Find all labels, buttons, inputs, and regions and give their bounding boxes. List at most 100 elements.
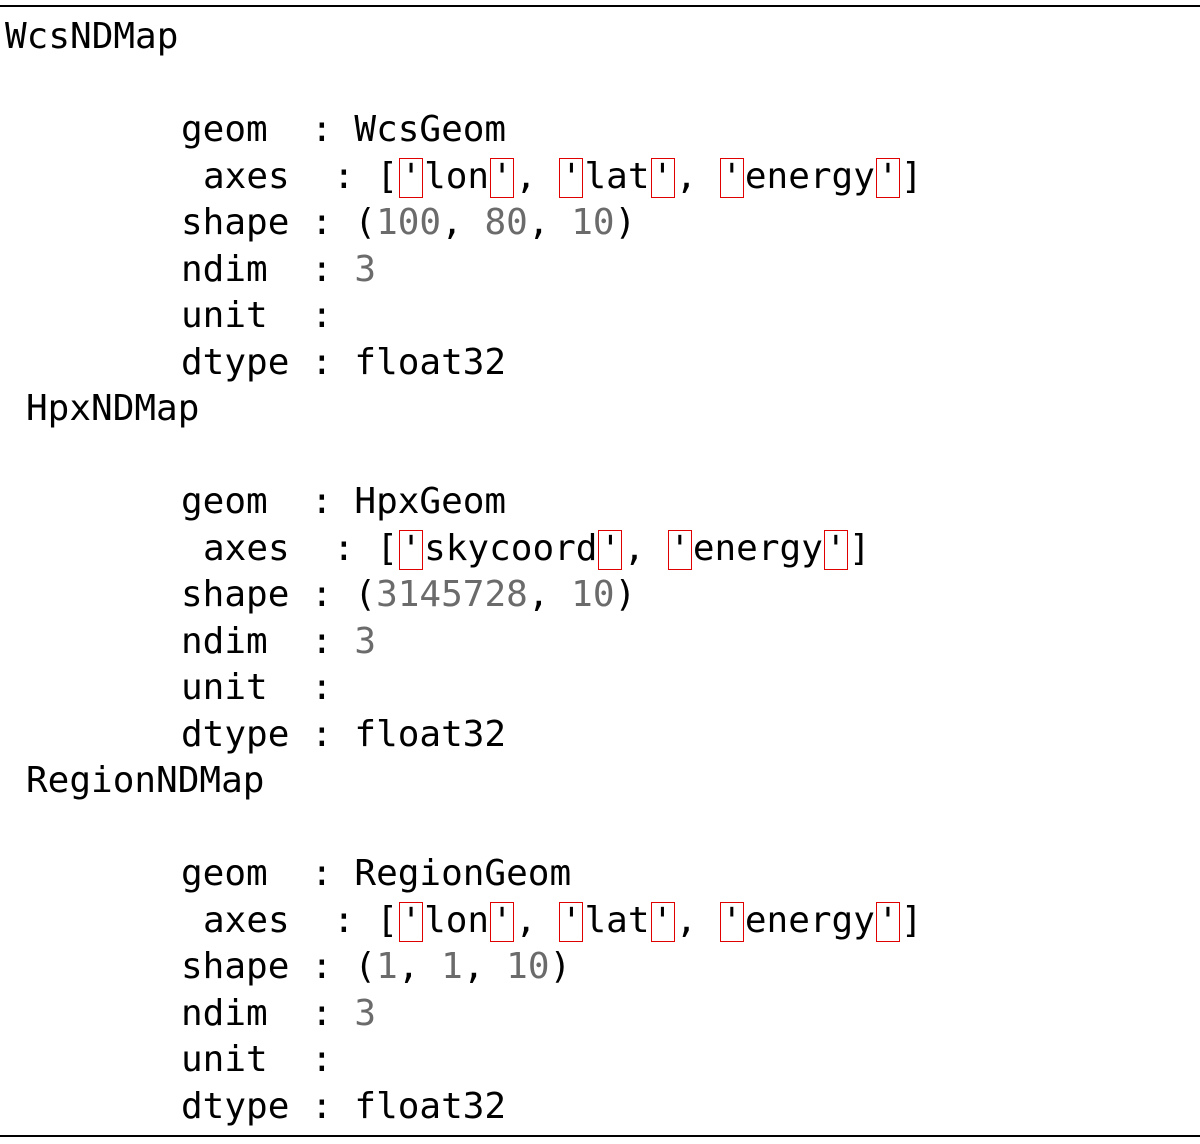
quote-box: ' (399, 156, 424, 198)
quote-box: ' (667, 528, 692, 570)
shape-dim: 100 (376, 202, 442, 243)
paren-open: ( (354, 946, 377, 987)
dtype-value: float32 (354, 1085, 507, 1127)
dtype-label: dtype : (181, 713, 355, 755)
axes-label: axes : (203, 527, 377, 569)
unit-label: unit : (181, 295, 333, 336)
axis-name: lon (424, 899, 490, 941)
shape-dim: 10 (506, 946, 550, 987)
blank-line (5, 805, 923, 852)
axes-label: axes : (203, 899, 377, 941)
paren-open: ( (354, 202, 377, 243)
unit-line: unit : (5, 293, 923, 340)
geom-label: geom : (181, 109, 355, 150)
axis-name: skycoord (424, 527, 598, 569)
comma: , (527, 202, 572, 243)
axis-name: lon (424, 155, 490, 197)
quote-box: ' (650, 900, 675, 942)
ndim-label: ndim : (181, 248, 355, 290)
shape-dim: 10 (571, 574, 615, 615)
quote-box: ' (559, 156, 584, 198)
map-class-name: WcsNDMap (5, 14, 923, 61)
shape-line: shape : (1, 1, 10) (5, 944, 923, 991)
quote-box: ' (719, 156, 744, 198)
ndim-label: ndim : (181, 992, 355, 1034)
paren-close: ) (614, 202, 637, 243)
unit-label: unit : (181, 667, 333, 708)
bracket-open: [ (376, 899, 399, 941)
shape-label: shape : (181, 574, 355, 615)
map-class-name: HpxNDMap (5, 386, 923, 433)
dtype-line: dtype : float32 (5, 712, 923, 759)
quote-box: ' (490, 900, 515, 942)
bottom-rule (0, 1135, 1200, 1137)
map-class-label: HpxNDMap (26, 388, 200, 429)
quote-box: ' (719, 900, 744, 942)
shape-label: shape : (181, 946, 355, 987)
ndim-value: 3 (354, 248, 377, 290)
unit-line: unit : (5, 665, 923, 712)
axis-name: lat (584, 155, 650, 197)
shape-dim: 1 (376, 946, 398, 987)
ndim-line: ndim : 3 (5, 247, 923, 294)
shape-line: shape : (3145728, 10) (5, 572, 923, 619)
bracket-open: [ (376, 155, 399, 197)
comma: , (515, 155, 559, 197)
geom-line: geom : HpxGeom (5, 479, 923, 526)
geom-label: geom : (181, 481, 355, 522)
shape-dim: 1 (441, 946, 463, 987)
dtype-label: dtype : (181, 341, 355, 383)
blank-line (5, 61, 923, 108)
axis-name: energy (744, 155, 875, 197)
comma: , (675, 155, 719, 197)
ndim-value: 3 (354, 992, 377, 1034)
unit-line: unit : (5, 1037, 923, 1084)
quote-box: ' (399, 900, 424, 942)
axes-label: axes : (203, 155, 377, 197)
blank-line (5, 433, 923, 480)
axes-line: axes : ['lon', 'lat', 'energy'] (5, 154, 923, 201)
bracket-open: [ (376, 527, 399, 569)
dtype-line: dtype : float32 (5, 340, 923, 387)
comma: , (675, 899, 719, 941)
quote-box: ' (875, 156, 900, 198)
axes-line: axes : ['skycoord', 'energy'] (5, 526, 923, 573)
shape-dim: 10 (571, 202, 615, 243)
axes-line: axes : ['lon', 'lat', 'energy'] (5, 898, 923, 945)
ndim-line: ndim : 3 (5, 619, 923, 666)
geom-value: HpxGeom (354, 481, 507, 522)
comma: , (462, 946, 507, 987)
shape-label: shape : (181, 202, 355, 243)
comma: , (527, 574, 572, 615)
comma: , (515, 899, 559, 941)
dtype-line: dtype : float32 (5, 1084, 923, 1131)
axis-name: energy (692, 527, 823, 569)
shape-dim: 80 (484, 202, 528, 243)
comma: , (397, 946, 442, 987)
top-rule (0, 5, 1200, 7)
geom-label: geom : (181, 853, 355, 894)
geom-value: WcsGeom (354, 109, 507, 150)
dtype-value: float32 (354, 713, 507, 755)
geom-line: geom : WcsGeom (5, 107, 923, 154)
bracket-close: ] (900, 899, 923, 941)
shape-line: shape : (100, 80, 10) (5, 200, 923, 247)
geom-value: RegionGeom (354, 853, 572, 894)
bracket-close: ] (848, 527, 871, 569)
dtype-value: float32 (354, 341, 507, 383)
quote-box: ' (559, 900, 584, 942)
ndim-value: 3 (354, 620, 377, 662)
geom-line: geom : RegionGeom (5, 851, 923, 898)
paren-close: ) (549, 946, 572, 987)
quote-box: ' (875, 900, 900, 942)
ndim-label: ndim : (181, 620, 355, 662)
dtype-label: dtype : (181, 1085, 355, 1127)
bracket-close: ] (900, 155, 923, 197)
comma: , (623, 527, 667, 569)
ndim-line: ndim : 3 (5, 991, 923, 1038)
quote-box: ' (490, 156, 515, 198)
paren-open: ( (354, 574, 377, 615)
quote-box: ' (650, 156, 675, 198)
paren-close: ) (614, 574, 637, 615)
